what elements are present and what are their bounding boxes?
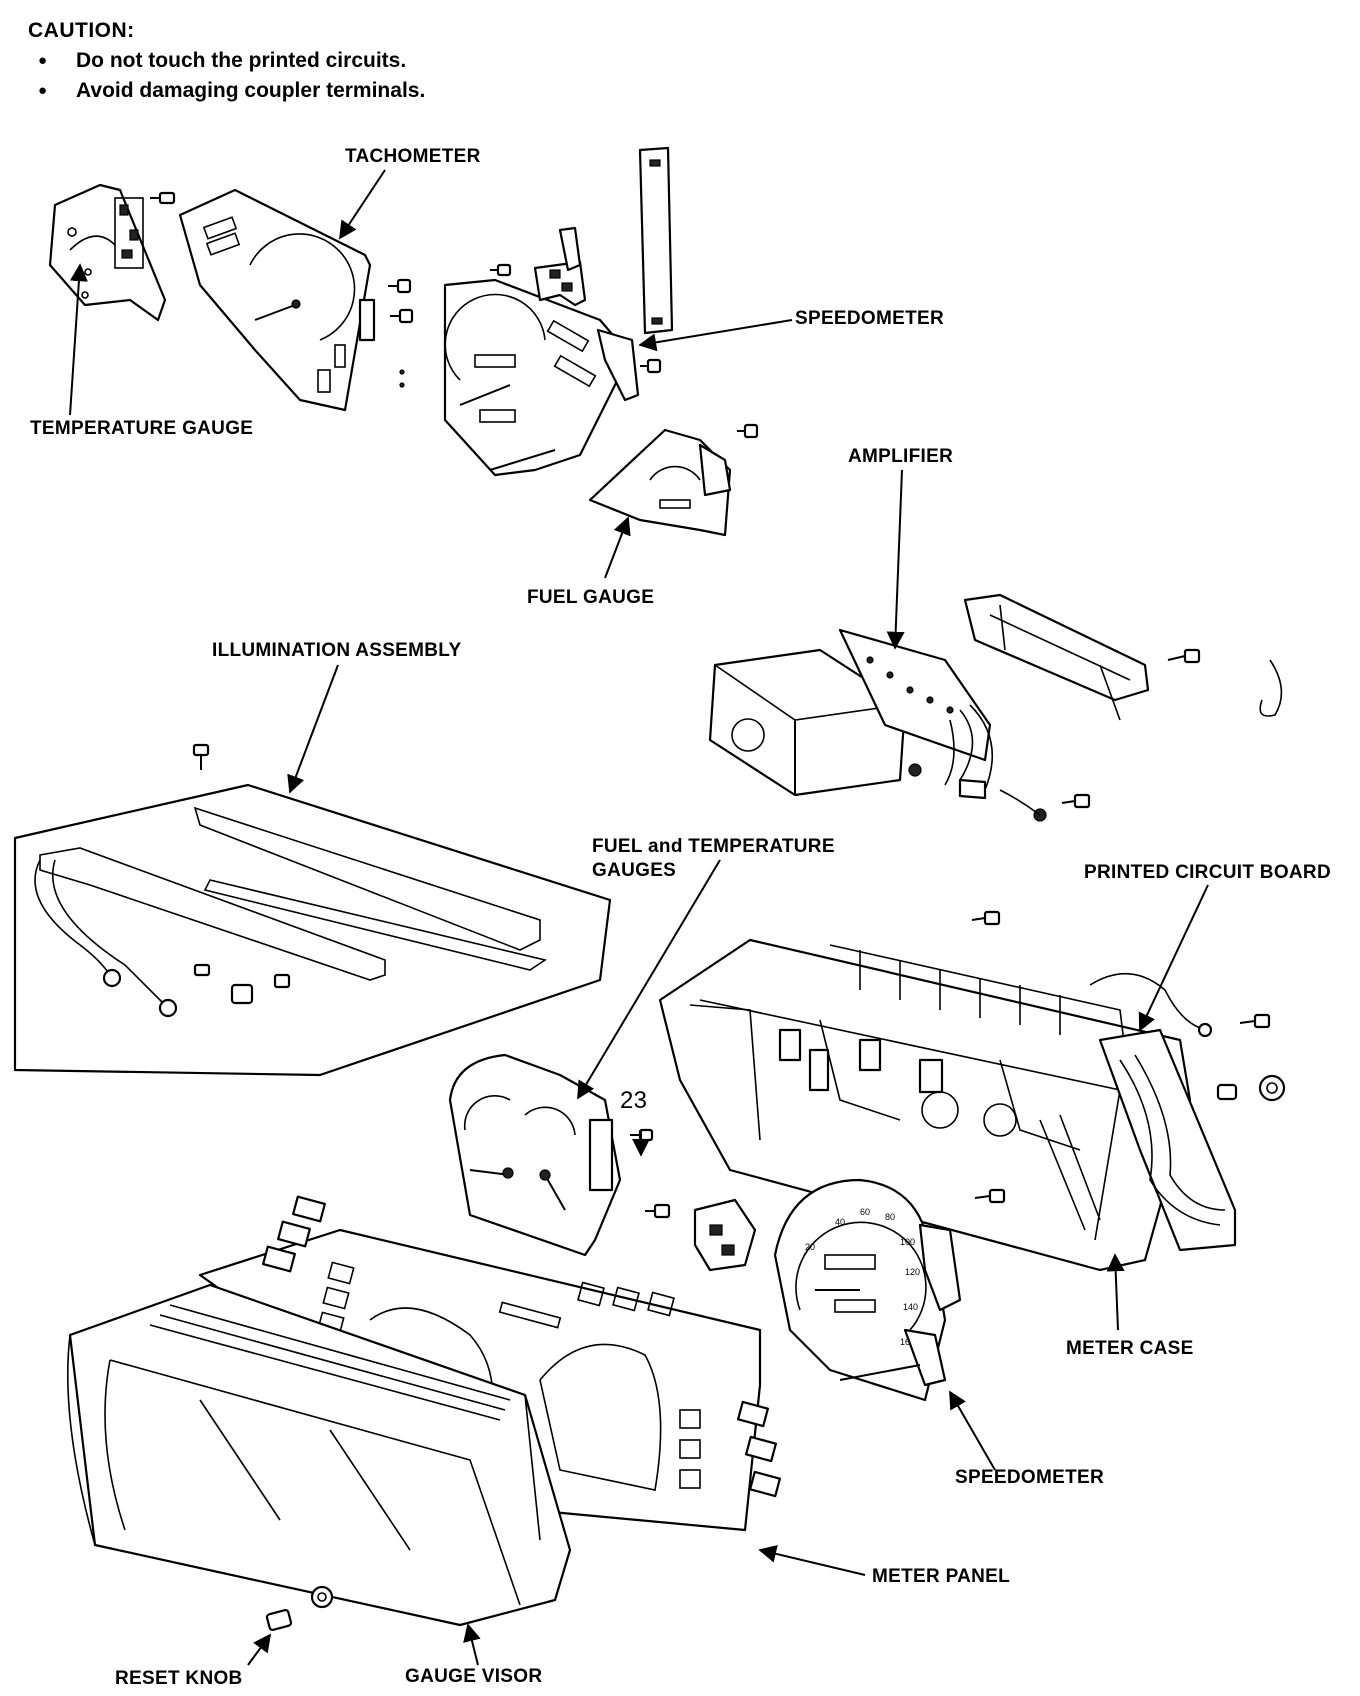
gauge-visor-part xyxy=(67,1283,572,1627)
label-amplifier: AMPLIFIER xyxy=(848,446,954,467)
cap-icons xyxy=(188,1195,781,1562)
fuel-temperature-gauges-part xyxy=(448,1053,622,1257)
label-reset-knob: RESET KNOB xyxy=(115,1668,243,1689)
speedometer-bottom-part: 20 40 60 80 100 120 140 160 xyxy=(773,1178,962,1402)
mounting-strip-part xyxy=(638,146,674,335)
label-illumination-assembly: ILLUMINATION ASSEMBLY xyxy=(212,640,462,661)
svg-text:100: 100 xyxy=(900,1237,915,1247)
screw-icon xyxy=(388,278,414,388)
label-tachometer: TACHOMETER xyxy=(345,146,481,167)
label-callout-number: 23 xyxy=(620,1087,648,1114)
illumination-assembly-part xyxy=(13,743,612,1077)
svg-text:80: 80 xyxy=(885,1212,895,1222)
amplifier-bracket-part xyxy=(963,593,1150,721)
caution-item-printed-circuits: Do not touch the printed circuits. xyxy=(28,46,425,76)
caution-title: CAUTION: xyxy=(28,19,135,42)
label-speedometer-bottom: SPEEDOMETER xyxy=(955,1467,1104,1488)
label-meter-case: METER CASE xyxy=(1066,1338,1194,1359)
label-meter-panel: METER PANEL xyxy=(872,1566,1011,1587)
amplifier-part xyxy=(708,628,1047,822)
leader-lines xyxy=(69,169,1209,1666)
label-fuel-gauge: FUEL GAUGE xyxy=(527,587,655,608)
label-printed-circuit-board: PRINTED CIRCUIT BOARD xyxy=(1084,862,1331,883)
bracket-part xyxy=(693,1198,757,1272)
wire-clip-icon xyxy=(1259,659,1283,717)
screw-icon xyxy=(630,910,1286,1219)
printed-circuit-board-part xyxy=(1089,972,1237,1252)
screw-icon xyxy=(490,263,759,439)
svg-text:40: 40 xyxy=(835,1217,845,1227)
svg-text:20: 20 xyxy=(805,1242,815,1252)
reset-knob-icon xyxy=(265,1585,334,1632)
label-speedometer-top: SPEEDOMETER xyxy=(795,308,944,329)
bracket-part xyxy=(533,226,587,307)
tachometer-part xyxy=(178,188,376,412)
svg-text:140: 140 xyxy=(903,1302,918,1312)
label-gauge-visor: GAUGE VISOR xyxy=(405,1666,543,1687)
caution-block: CAUTION: Do not touch the printed circui… xyxy=(28,16,425,106)
caution-item-coupler-terminals: Avoid damaging coupler terminals. xyxy=(28,76,425,106)
label-temperature-gauge: TEMPERATURE GAUGE xyxy=(30,418,254,439)
label-fuel-temperature-line1: FUEL and TEMPERATURE xyxy=(592,836,835,857)
meter-case-part xyxy=(658,938,1192,1272)
label-fuel-temperature-line2: GAUGES xyxy=(592,860,677,881)
fuel-gauge-part xyxy=(588,428,732,537)
screw-icon xyxy=(150,191,176,205)
svg-text:160: 160 xyxy=(900,1337,915,1347)
svg-text:120: 120 xyxy=(905,1267,920,1277)
speedometer-top-part xyxy=(443,278,640,477)
svg-text:60: 60 xyxy=(860,1207,870,1217)
screw-icon xyxy=(1061,648,1201,809)
temperature-gauge-part xyxy=(48,183,167,322)
